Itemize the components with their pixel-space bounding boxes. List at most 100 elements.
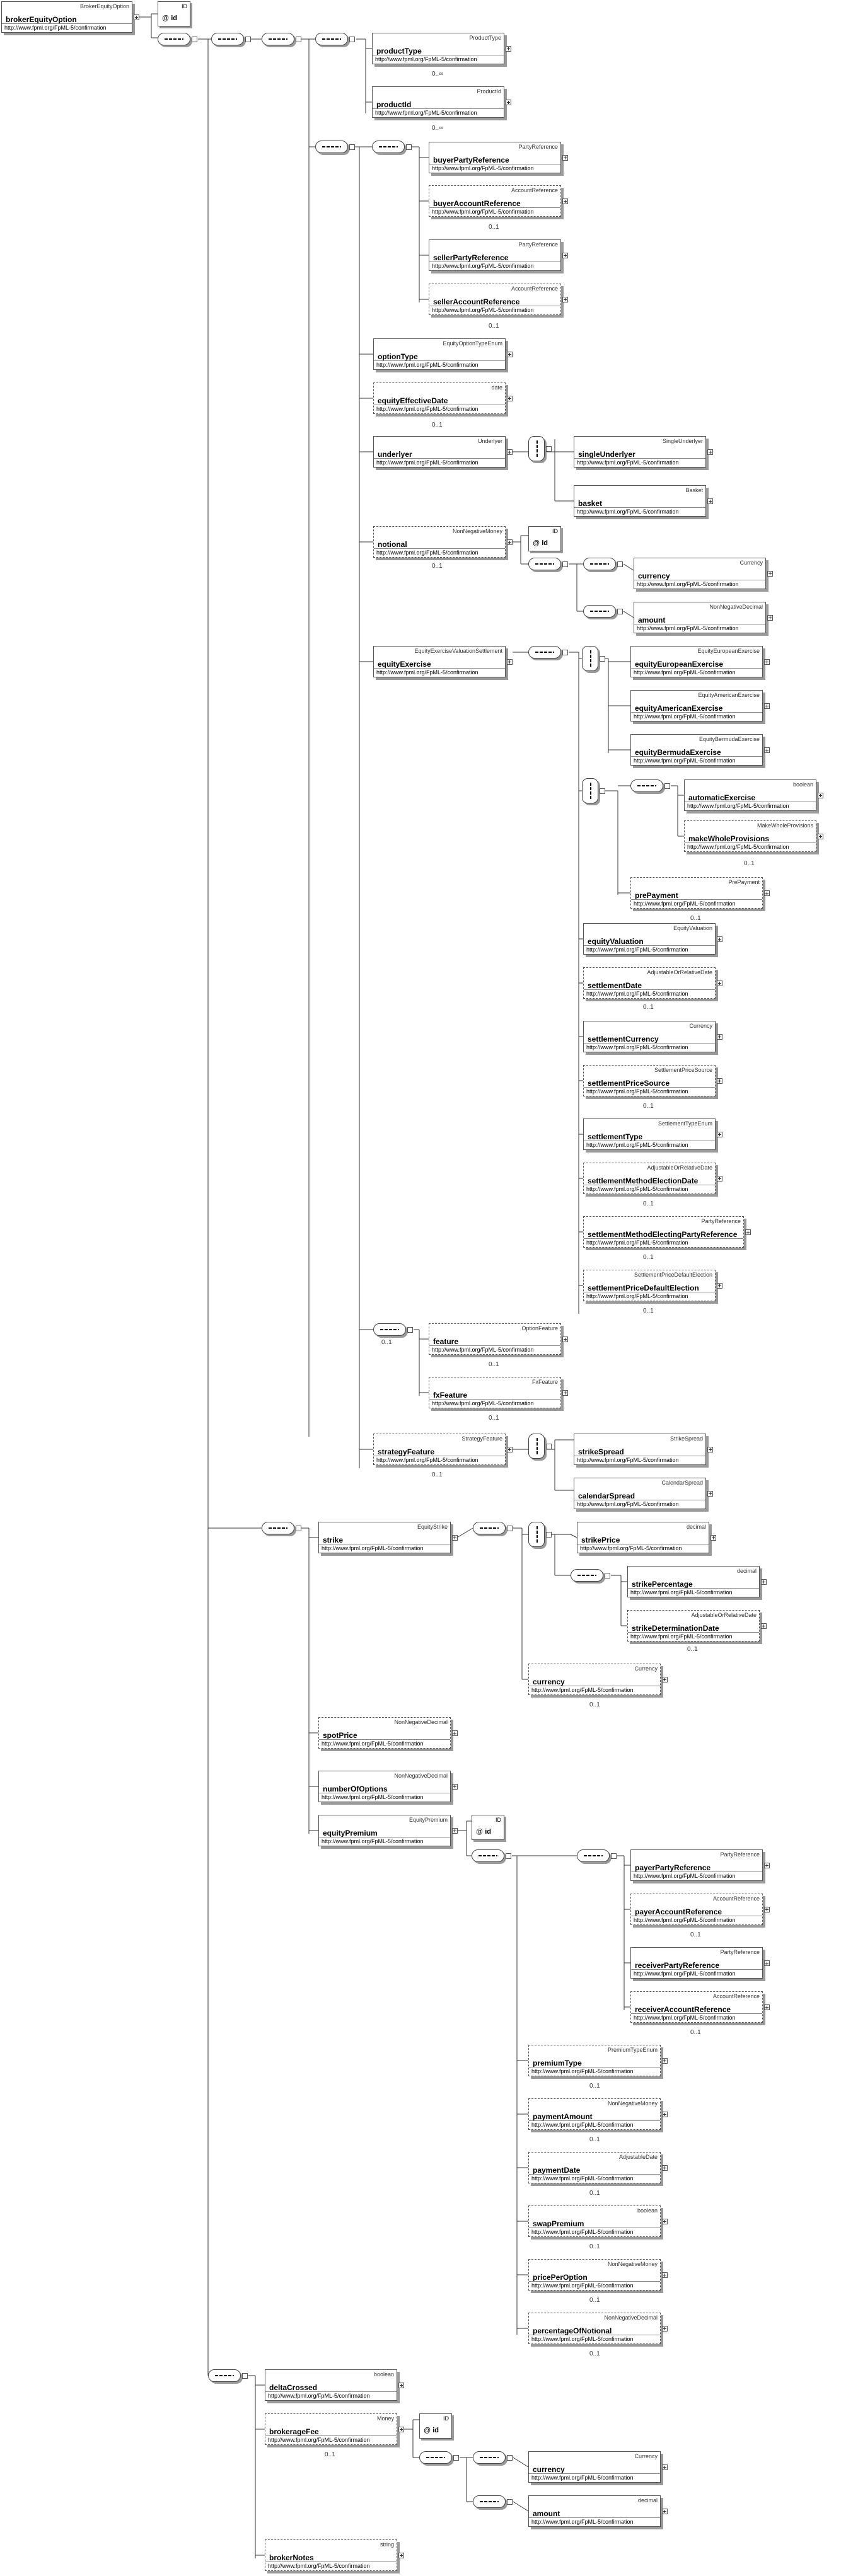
sequence-compositor-icon[interactable] [473, 1522, 506, 1534]
expand-icon[interactable] [562, 297, 568, 302]
expand-icon[interactable] [764, 1863, 770, 1868]
expand-icon[interactable] [506, 100, 511, 105]
expand-icon[interactable] [767, 615, 773, 621]
sequence-compositor-icon[interactable] [315, 33, 348, 45]
sequence-compositor-icon[interactable] [419, 2451, 452, 2464]
compositor-minus-icon[interactable] [245, 37, 251, 42]
attribute-box[interactable]: IDid [419, 2413, 452, 2439]
expand-icon[interactable] [562, 253, 568, 258]
expand-icon[interactable] [717, 1176, 722, 1182]
collapsed-plus-icon[interactable] [452, 1784, 458, 1790]
sequence-compositor-icon[interactable] [528, 646, 561, 658]
collapsed-plus-icon[interactable] [662, 2509, 668, 2514]
sequence-compositor-icon[interactable] [472, 1849, 504, 1862]
compositor-minus-icon[interactable] [296, 1526, 301, 1531]
compositor-minus-icon[interactable] [506, 1853, 511, 1859]
choice-compositor-icon[interactable] [528, 1434, 545, 1459]
compositor-minus-icon[interactable] [507, 2499, 513, 2505]
compositor-minus-icon[interactable] [546, 446, 552, 452]
expand-icon[interactable] [707, 449, 713, 455]
sequence-compositor-icon[interactable] [262, 33, 294, 45]
expand-icon[interactable] [707, 498, 713, 504]
expand-icon[interactable] [717, 1034, 722, 1040]
attribute-box[interactable]: IDid [528, 526, 561, 551]
choice-compositor-icon[interactable] [528, 436, 545, 461]
collapsed-plus-icon[interactable] [761, 1579, 767, 1585]
sequence-compositor-icon[interactable] [373, 1323, 406, 1336]
expand-icon[interactable] [767, 571, 773, 577]
expand-icon[interactable] [764, 2004, 770, 2010]
choice-compositor-icon[interactable] [528, 1522, 545, 1547]
compositor-minus-icon[interactable] [546, 1532, 552, 1538]
expand-icon[interactable] [764, 747, 770, 753]
compositor-minus-icon[interactable] [407, 1327, 413, 1333]
sequence-compositor-icon[interactable] [211, 33, 244, 45]
expand-icon[interactable] [662, 2165, 668, 2171]
expand-icon[interactable] [717, 1078, 722, 1084]
expand-icon[interactable] [764, 659, 770, 665]
expand-icon[interactable] [506, 46, 511, 52]
collapsed-plus-icon[interactable] [818, 793, 823, 798]
sequence-compositor-icon[interactable] [583, 558, 616, 570]
expand-icon[interactable] [662, 2272, 668, 2278]
collapsed-plus-icon[interactable] [398, 2383, 404, 2388]
sequence-compositor-icon[interactable] [473, 2495, 506, 2508]
sequence-compositor-icon[interactable] [630, 779, 663, 792]
expand-icon[interactable] [717, 1132, 722, 1137]
compositor-minus-icon[interactable] [349, 144, 355, 150]
expand-icon[interactable] [662, 1677, 668, 1682]
expand-icon[interactable] [662, 2464, 668, 2470]
sequence-compositor-icon[interactable] [577, 1849, 610, 1862]
expand-icon[interactable] [452, 1535, 458, 1541]
expand-icon[interactable] [562, 198, 568, 204]
compositor-minus-icon[interactable] [507, 1526, 513, 1531]
compositor-minus-icon[interactable] [546, 1444, 552, 1449]
expand-icon[interactable] [662, 2112, 668, 2117]
expand-icon[interactable] [562, 155, 568, 161]
choice-compositor-icon[interactable] [582, 646, 598, 671]
expand-icon[interactable] [761, 1623, 767, 1629]
attribute-box[interactable]: IDid [472, 1815, 504, 1840]
expand-icon[interactable] [717, 980, 722, 986]
compositor-minus-icon[interactable] [611, 1853, 617, 1859]
sequence-compositor-icon[interactable] [158, 33, 190, 45]
expand-icon[interactable] [764, 1907, 770, 1912]
sequence-compositor-icon[interactable] [528, 558, 561, 570]
choice-compositor-icon[interactable] [582, 778, 598, 803]
